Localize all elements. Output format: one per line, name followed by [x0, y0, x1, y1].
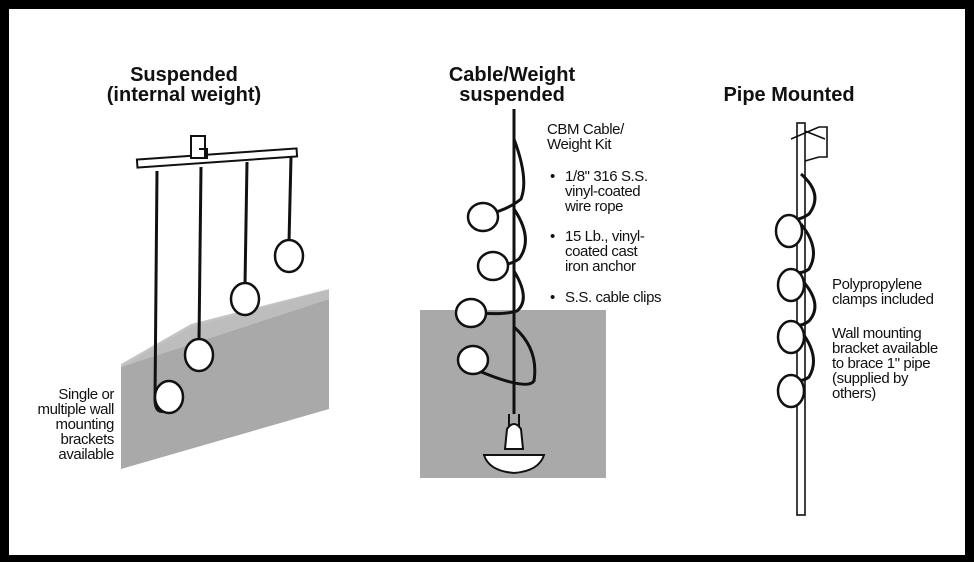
note-line: Wall mounting: [832, 325, 922, 342]
float-switch-1: [466, 201, 500, 233]
bullet-line: 15 Lb., vinyl-: [565, 228, 645, 245]
note-line: (supplied by: [832, 370, 909, 387]
note-line: brackets: [60, 431, 115, 448]
bullet-line: wire rope: [565, 198, 624, 215]
bullet-line: 1/8" 316 S.S.: [565, 168, 648, 185]
clamps-note: Polypropylene clamps included: [832, 277, 934, 307]
title-line-1: Pipe Mounted: [723, 84, 855, 106]
pipe: [796, 122, 806, 516]
pipe-mounted-title: Pipe Mounted: [709, 85, 869, 105]
note-line: others): [832, 385, 876, 402]
kit-line: CBM Cable/: [547, 121, 624, 138]
float-cable-1: [488, 138, 526, 216]
float-switch-2: [476, 250, 510, 282]
wall-bracket: [790, 126, 828, 162]
bullet-line: S.S. cable clips: [565, 289, 662, 306]
cable-2: [197, 166, 203, 342]
bullet-line: vinyl-coated: [565, 183, 641, 200]
bracket-clamp: [199, 148, 208, 159]
anchor-stem: [503, 423, 525, 450]
suspended-note: Single or multiple wall mounting bracket…: [14, 386, 115, 463]
bullet-line: coated cast: [565, 243, 638, 260]
note-line: multiple wall: [37, 401, 115, 418]
float-switch-1: [774, 213, 804, 249]
wall-lighter-face: [121, 290, 329, 367]
note-line: Single or: [58, 386, 114, 403]
float-switch-4: [776, 373, 806, 409]
title-line-1: Suspended: [130, 64, 238, 86]
cable-weight-title: Cable/Weight suspended: [427, 65, 597, 105]
bullet-anchor: 15 Lb., vinyl- coated cast iron anchor: [565, 228, 645, 275]
title-line-2: (internal weight): [106, 84, 262, 106]
title-line-1: Cable/Weight: [448, 64, 576, 86]
diagram-drawing: [121, 109, 828, 516]
mounting-bar: [135, 147, 299, 169]
float-switch-3: [776, 319, 806, 355]
float-switch-3: [229, 281, 261, 317]
wall-bracket-note: Wall mounting bracket available to brace…: [832, 326, 938, 401]
float-switch-2: [183, 337, 215, 373]
kit-line: Weight Kit: [547, 136, 612, 153]
bullet-dot: •: [550, 289, 556, 306]
float-cable-4: [478, 325, 537, 386]
note-line: to brace 1" pipe: [832, 355, 931, 372]
bullet-wire-rope: 1/8" 316 S.S. vinyl-coated wire rope: [565, 169, 648, 214]
float-switch-4: [456, 344, 490, 376]
suspended-illustration: [121, 135, 329, 469]
float-switch-2: [776, 267, 806, 303]
suspended-title: Suspended (internal weight): [99, 65, 269, 105]
pipe-mounted-illustration: [774, 122, 828, 516]
bullet-cable-clips: S.S. cable clips: [565, 289, 662, 306]
note-line: bracket available: [832, 340, 938, 357]
wall-block: [121, 299, 329, 469]
bracket-arm: [804, 130, 826, 140]
kit-label: CBM Cable/ Weight Kit: [547, 122, 624, 152]
cast-iron-anchor: [482, 454, 546, 475]
bullet-line: iron anchor: [565, 258, 636, 275]
bracket: [190, 135, 206, 159]
float-switch-3: [454, 297, 488, 329]
float-switch-4: [273, 238, 305, 274]
cable-3: [243, 161, 249, 286]
bullet-dot: •: [550, 228, 556, 245]
note-line: clamps included: [832, 291, 934, 308]
float-cable-3: [478, 270, 525, 316]
cable-4: [287, 156, 293, 243]
title-line-2: suspended: [459, 84, 565, 106]
float-switch-1: [153, 379, 185, 415]
diagram-panel: Suspended (internal weight) Single or mu…: [9, 9, 965, 555]
note-line: available: [58, 446, 114, 463]
note-line: mounting: [55, 416, 114, 433]
note-line: Polypropylene: [832, 276, 922, 293]
cable-weight-illustration: [420, 109, 606, 478]
bullet-dot: •: [550, 168, 556, 185]
